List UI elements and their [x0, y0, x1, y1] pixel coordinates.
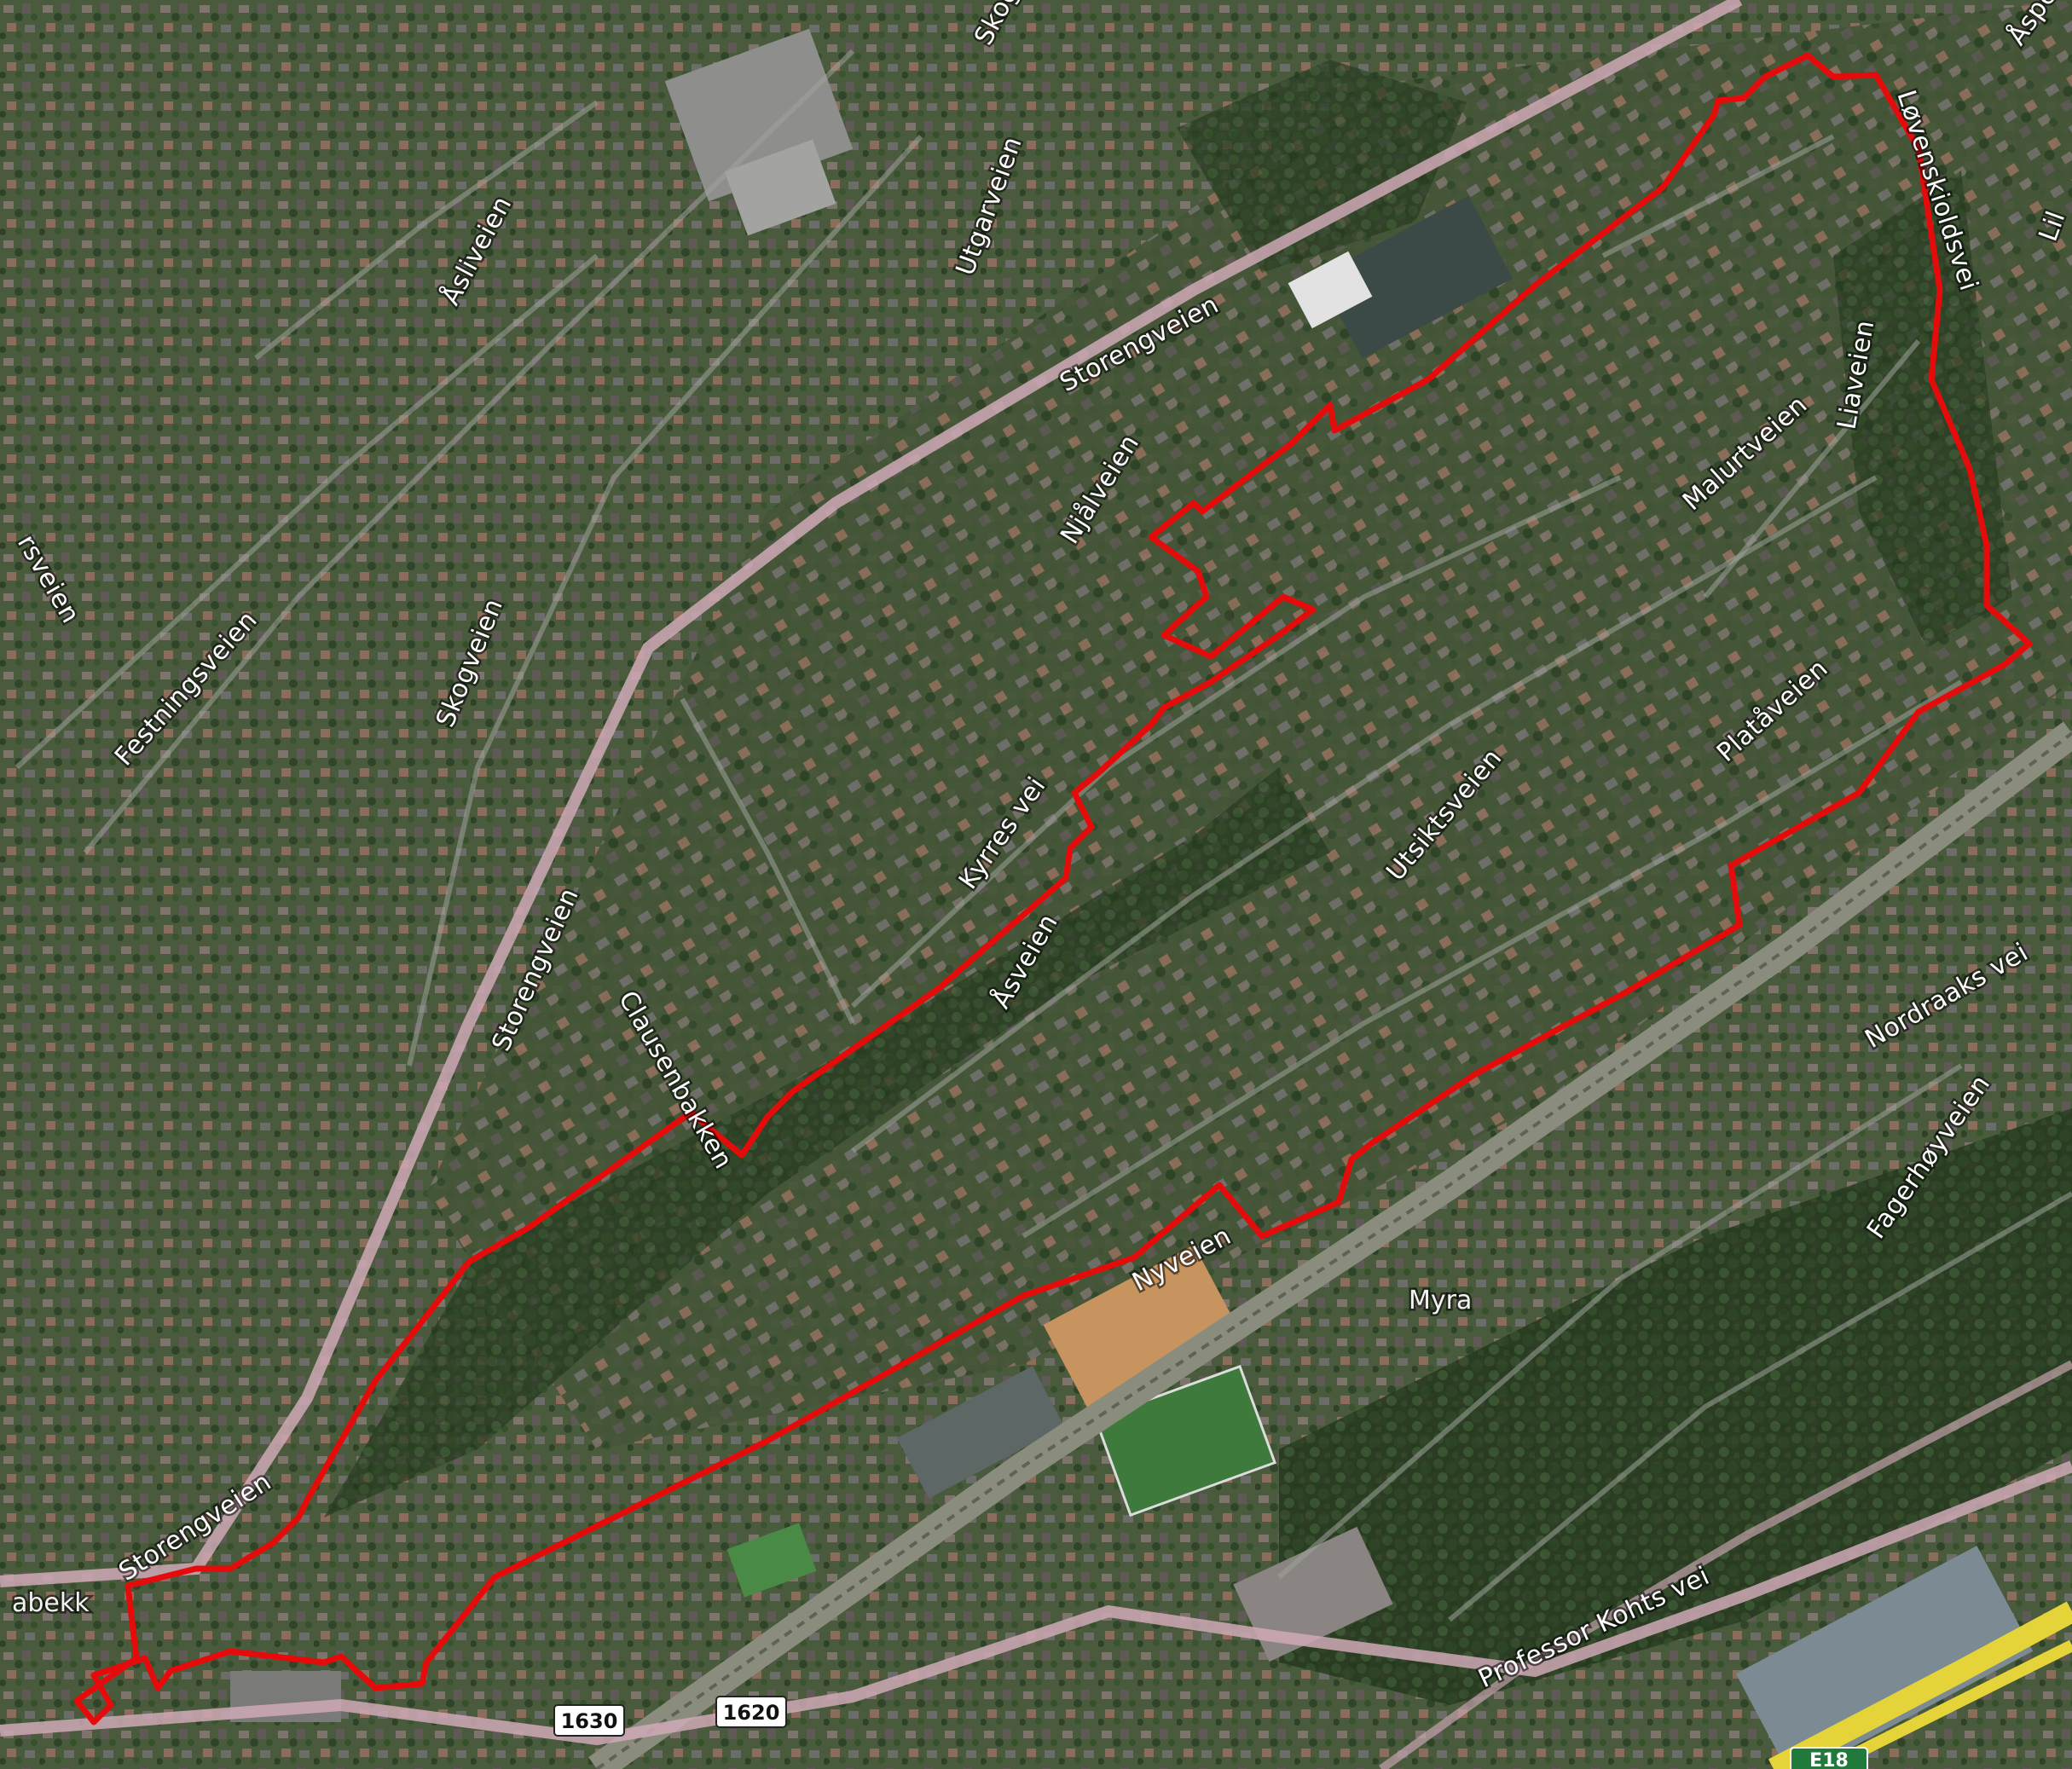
sand-fields: [1043, 1245, 1242, 1415]
forest-north: [1177, 60, 1467, 273]
road-south-1620: [0, 1460, 2072, 1746]
hall-roof-south: [896, 1366, 1065, 1499]
building-north-2: [724, 139, 836, 236]
small-pitch: [726, 1523, 817, 1598]
place-abekk: abekk: [12, 1588, 90, 1618]
road-professor-kohts: [1379, 1360, 2072, 1769]
place-myra: Myra: [1409, 1286, 1472, 1315]
sports-hall-roof: [1317, 195, 1513, 359]
forest-northeast-slope: [1833, 171, 2012, 648]
route-shield-1630: 1630: [553, 1704, 625, 1737]
svg-text:1630: 1630: [561, 1709, 618, 1733]
white-building: [1288, 251, 1373, 329]
motorway-e18: [1768, 1601, 2072, 1769]
svg-text:1620: 1620: [723, 1701, 780, 1725]
forest-southeast: [1279, 1108, 2072, 1705]
road-storengveien: [0, 0, 1743, 1587]
building-south-complex: [1233, 1526, 1393, 1662]
railway-track-detail: [595, 731, 2072, 1769]
minor-roads: [14, 49, 2072, 1622]
route-shield-e18: E18: [1790, 1747, 1868, 1769]
forest-belt-central: [324, 767, 1330, 1518]
route-shield-1620: 1620: [715, 1696, 787, 1728]
svg-text:E18: E18: [1809, 1750, 1849, 1769]
area-boundary-outline[interactable]: [73, 52, 2033, 1726]
office-block-se: [1735, 1546, 2034, 1769]
motorway-e18-lane: [1821, 1639, 2072, 1769]
